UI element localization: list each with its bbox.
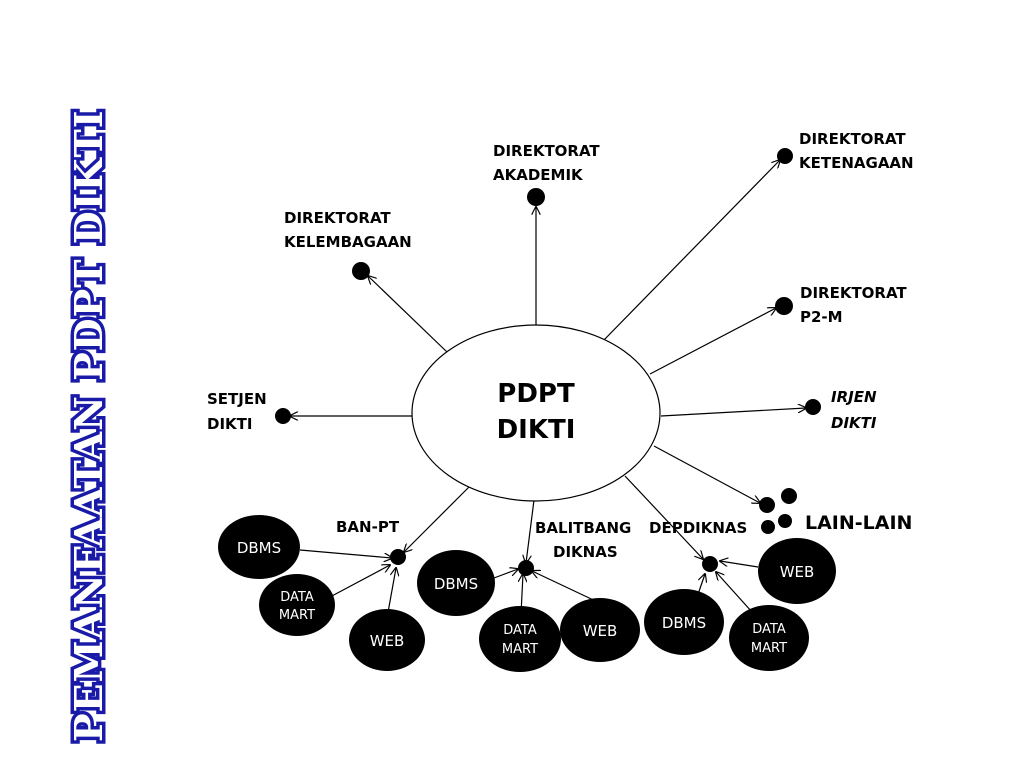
label-balitbang-1: BALITBANG <box>535 519 631 537</box>
edge-balitbang-dbms <box>493 569 518 579</box>
depdiknas-dbms-label: DBMS <box>662 614 706 632</box>
edges <box>290 160 806 619</box>
depdiknas-web-node <box>758 538 836 604</box>
center-label-line2: DIKTI <box>497 415 576 445</box>
dot-kelembagaan <box>352 262 370 280</box>
label-balitbang-2: DIKNAS <box>553 543 618 561</box>
banpt-datamart-label-1: DATA <box>280 590 314 605</box>
depdiknas-web-label: WEB <box>780 563 815 581</box>
label-ketenagaan-2: KETENAGAAN <box>799 154 914 172</box>
depdiknas-datamart-label-2: MART <box>751 641 787 656</box>
balitbang-datamart-node <box>479 606 561 672</box>
edge-banpt-dbms <box>299 549 392 558</box>
banpt-datamart-label-2: MART <box>279 608 315 623</box>
balitbang-web-label: WEB <box>583 622 618 640</box>
dot-setjen <box>275 408 291 424</box>
dot-p2m <box>775 297 793 315</box>
depdiknas-dbms-node <box>644 589 724 655</box>
dot-akademik <box>527 188 545 206</box>
banpt-datamart-node <box>259 574 335 636</box>
depdiknas-datamart-label-1: DATA <box>752 622 786 637</box>
label-p2m-2: P2-M <box>800 308 843 326</box>
dot-depdiknas <box>702 556 718 572</box>
label-setjen-2: DIKTI <box>207 415 252 433</box>
edge-p2m <box>649 308 776 375</box>
edge-depdiknas-datamart <box>716 572 753 613</box>
label-p2m-1: DIREKTORAT <box>800 284 907 302</box>
edge-banpt <box>404 486 470 552</box>
label-ketenagaan-1: DIREKTORAT <box>799 130 906 148</box>
edge-depdiknas-web <box>720 561 759 568</box>
edge-kelembagaan <box>368 276 448 353</box>
dot-lain-4 <box>778 514 792 528</box>
label-kelembagaan-2: KELEMBAGAAN <box>284 233 412 251</box>
balitbang-datamart-label-2: MART <box>502 642 538 657</box>
center-node <box>411 324 661 502</box>
balitbang-datamart-label-1: DATA <box>503 623 537 638</box>
banpt-web-node <box>349 609 425 671</box>
label-lain-lain: LAIN-LAIN <box>805 512 912 534</box>
depdiknas-datamart-node <box>729 605 809 671</box>
dot-lain-1 <box>759 497 775 513</box>
label-setjen-1: SETJEN <box>207 390 267 408</box>
label-akademik-1: DIREKTORAT <box>493 142 600 160</box>
dot-lain-2 <box>781 488 797 504</box>
side-title: PEMANFAATAN PDPT DIKTI <box>66 109 111 742</box>
endpoint-dots <box>275 148 821 576</box>
dot-ketenagaan <box>777 148 793 164</box>
edge-depdiknas <box>624 475 703 559</box>
label-irjen-1: IRJEN <box>831 388 877 406</box>
balitbang-dbms-node <box>417 550 495 616</box>
balitbang-dbms-label: DBMS <box>434 575 478 593</box>
edge-ketenagaan <box>601 160 780 343</box>
label-kelembagaan-1: DIREKTORAT <box>284 209 391 227</box>
dot-lain-3 <box>761 520 775 534</box>
edge-balitbang <box>526 499 535 563</box>
label-irjen-2: DIKTI <box>831 414 877 432</box>
dot-banpt <box>390 549 406 565</box>
banpt-web-label: WEB <box>370 632 405 650</box>
banpt-dbms-label: DBMS <box>237 539 281 557</box>
edge-banpt-datamart <box>329 565 390 598</box>
edge-lain <box>653 445 760 503</box>
label-banpt: BAN-PT <box>336 518 400 536</box>
edge-irjen <box>660 408 806 417</box>
dot-irjen <box>805 399 821 415</box>
dot-balitbang <box>518 560 534 576</box>
label-depdiknas: DEPDIKNAS <box>649 519 747 537</box>
label-akademik-2: AKADEMIK <box>493 166 584 184</box>
center-label-line1: PDPT <box>497 379 575 409</box>
banpt-dbms-node <box>218 515 300 579</box>
balitbang-web-node <box>560 598 640 662</box>
